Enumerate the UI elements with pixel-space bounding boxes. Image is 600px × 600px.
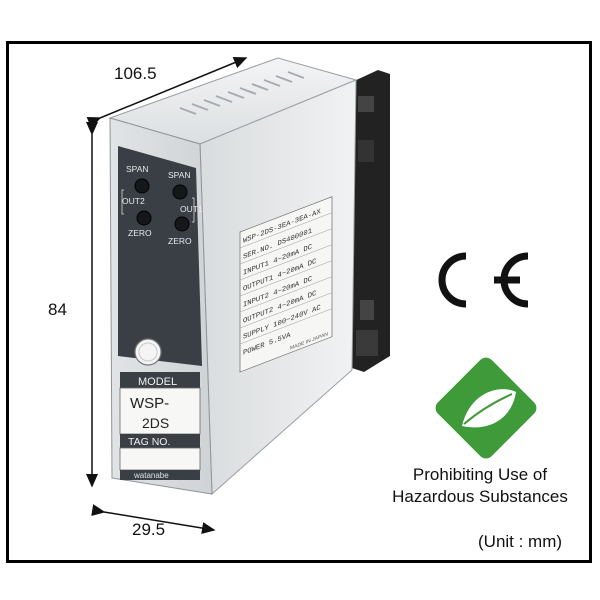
tag-no-label: TAG NO. — [128, 436, 170, 448]
unit-note: (Unit : mm) — [478, 532, 563, 551]
model-number-line1: WSP- — [130, 395, 169, 412]
span-left-trimmer[interactable] — [134, 178, 150, 194]
zero-left-label: ZERO — [128, 228, 152, 238]
top-vents — [179, 71, 305, 115]
din-rail-bracket — [352, 70, 390, 372]
depth-dimension-line — [86, 57, 248, 129]
zero-left-trimmer[interactable] — [136, 210, 152, 226]
span-left-label: SPAN — [126, 164, 149, 174]
model-label: MODEL — [138, 376, 177, 388]
rohs-leaf-shape — [462, 389, 516, 428]
rohs-caption-line2: Hazardous Substances — [392, 487, 568, 506]
span-right-label: SPAN — [168, 170, 191, 180]
width-dimension-line — [91, 504, 216, 534]
out2-label: OUT2 — [122, 196, 145, 206]
side-spec-label: WSP-2DS-3EA-3EA-AX SER.NO. DS400001 INPU… — [239, 196, 333, 373]
depth-dimension: 106.5 — [114, 64, 157, 83]
rohs-caption: Prohibiting Use of Hazardous Substances — [370, 464, 590, 508]
height-dimension: 84 — [48, 300, 67, 319]
brand-label: watanabe — [133, 471, 169, 480]
model-number-line2: 2DS — [142, 415, 169, 431]
zero-right-trimmer[interactable] — [174, 216, 190, 232]
zero-right-label: ZERO — [168, 236, 192, 246]
span-right-trimmer[interactable] — [172, 184, 188, 200]
out1-label: OUT1 — [180, 204, 203, 214]
width-dimension: 29.5 — [132, 520, 166, 539]
rohs-caption-line1: Prohibiting Use of — [412, 465, 548, 484]
model-label-plate: MODEL WSP- 2DS TAG NO. watanabe — [119, 372, 201, 480]
ce-mark-icon — [438, 252, 529, 308]
control-panel — [118, 146, 202, 366]
